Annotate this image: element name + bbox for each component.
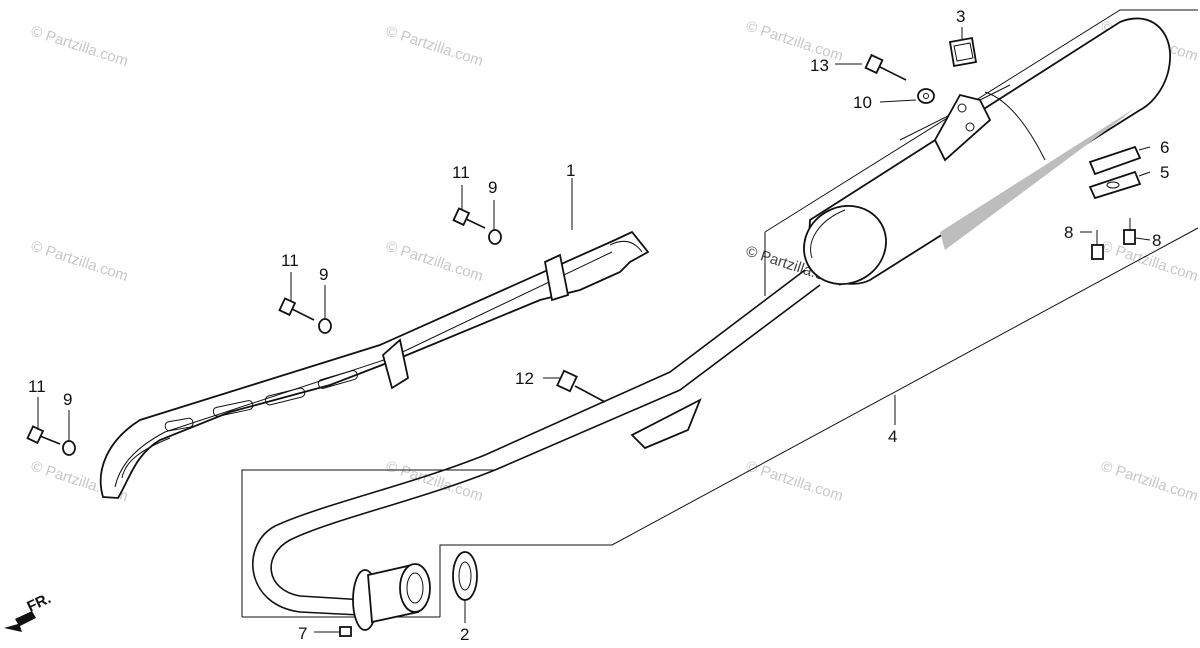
callout-10: 10 — [853, 93, 872, 112]
callout-9-lower: 9 — [63, 390, 72, 409]
watermark: © Partzilla.com — [1099, 458, 1200, 505]
watermark: © Partzilla.com — [384, 23, 485, 70]
gasket-part-2 — [452, 551, 478, 601]
bolt-set-middle — [278, 297, 332, 334]
callout-4: 4 — [888, 427, 897, 446]
watermark: © Partzilla.com — [744, 18, 845, 65]
callout-7: 7 — [298, 624, 307, 643]
heat-shield-part-1 — [99, 230, 650, 499]
callout-5: 5 — [1160, 163, 1169, 182]
front-direction-marker: FR. — [4, 590, 54, 632]
muffler-part-4 — [252, 17, 1171, 631]
nuts-part-8 — [1091, 218, 1136, 260]
bolt-part-13 — [864, 53, 907, 81]
callout-6: 6 — [1160, 138, 1169, 157]
bolt-set-upper — [452, 207, 502, 245]
callout-8-left: 8 — [1064, 223, 1073, 242]
pad-part-3 — [948, 36, 978, 68]
callout-8-right: 8 — [1152, 231, 1161, 250]
callout-9-upper: 9 — [488, 178, 497, 197]
callout-12: 12 — [515, 369, 534, 388]
watermark: © Partzilla.com — [29, 23, 130, 70]
front-arrow-icon — [4, 611, 36, 632]
bolt-part-7 — [339, 626, 352, 637]
bolt-part-12 — [556, 369, 606, 403]
callout-3: 3 — [956, 7, 965, 26]
callouts: 1 2 3 4 5 6 7 8 8 9 9 9 10 11 11 11 12 1… — [28, 7, 1169, 644]
callout-2: 2 — [460, 625, 469, 644]
callout-11-middle: 11 — [281, 251, 299, 270]
callout-11-lower: 11 — [28, 377, 46, 396]
bolt-set-lower — [26, 425, 76, 456]
callout-13: 13 — [810, 56, 829, 75]
plates-part-5-6 — [1088, 145, 1142, 200]
watermark: © Partzilla.com — [384, 238, 485, 285]
callout-1: 1 — [566, 161, 575, 180]
watermark: © Partzilla.com — [744, 458, 845, 505]
assembly-outline — [241, 9, 1199, 618]
watermark: © Partzilla.com — [1099, 238, 1200, 285]
watermark: © Partzilla.com — [29, 238, 130, 285]
callout-9-middle: 9 — [319, 265, 328, 284]
callout-11-upper: 11 — [452, 163, 470, 182]
front-label: FR. — [25, 590, 54, 616]
watermark: © Partzilla.com — [384, 458, 485, 505]
leader-lines — [37, 27, 1151, 633]
washer-part-10 — [917, 88, 935, 104]
